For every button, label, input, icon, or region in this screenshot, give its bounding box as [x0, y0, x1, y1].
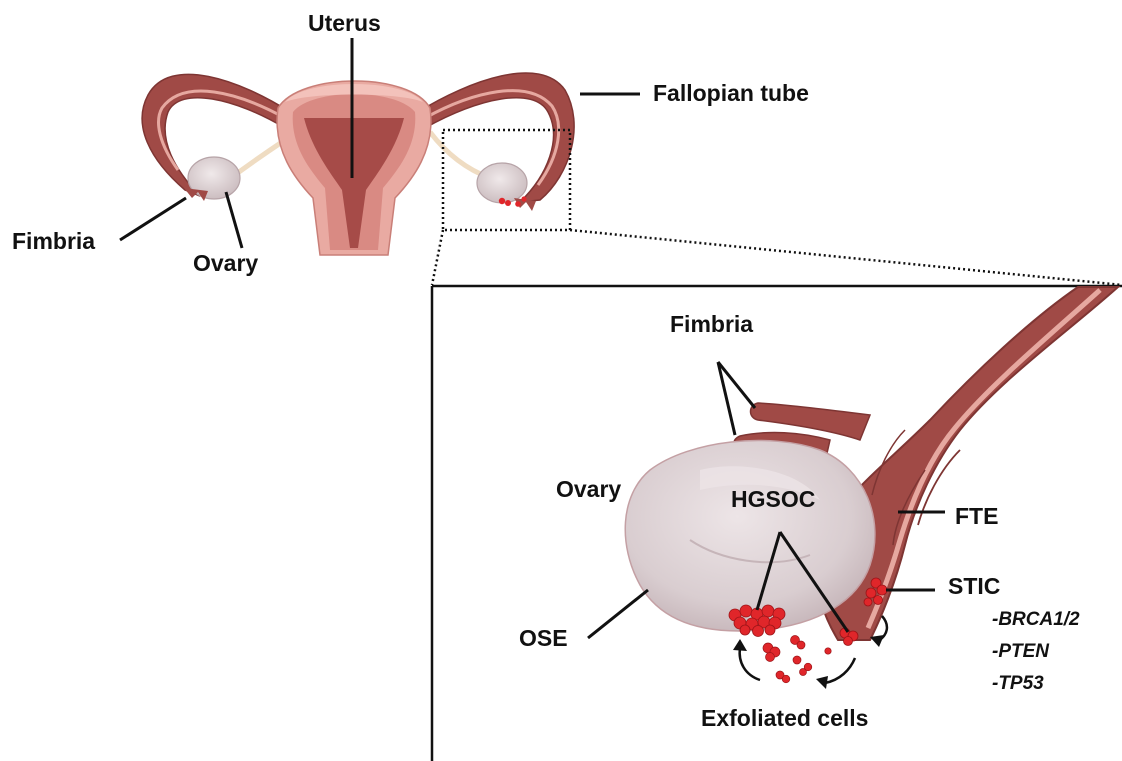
gene-brca: -BRCA1/2	[992, 610, 1080, 629]
label-exfoliated-cells: Exfoliated cells	[701, 707, 868, 730]
small-tumor-cell	[505, 200, 511, 206]
label-stic: STIC	[948, 575, 1000, 598]
small-tumor-cell	[521, 196, 526, 201]
fimbria-top-leader	[120, 198, 186, 240]
label-fimbria-top: Fimbria	[12, 230, 95, 253]
label-hgsoc: HGSOC	[731, 488, 815, 511]
curved-arrow-bottom	[825, 658, 855, 683]
ose-leader	[588, 590, 648, 638]
arrow-heads	[733, 635, 884, 689]
small-tumor-cell	[499, 198, 505, 204]
label-ose: OSE	[519, 627, 568, 650]
zoom-connector-right	[570, 230, 1122, 285]
label-fallopian-tube: Fallopian tube	[653, 82, 809, 105]
right-ovary	[477, 163, 527, 203]
zoom-connector-left	[432, 230, 443, 285]
arrow-head-left	[733, 639, 747, 651]
ovary-top-leader	[226, 192, 242, 248]
label-ovary-top: Ovary	[193, 252, 258, 275]
exfoliated-cell-clusters	[763, 636, 831, 683]
arrow-head-right	[870, 635, 884, 647]
reproductive-system-illustration	[142, 73, 574, 255]
gene-pten: -PTEN	[992, 642, 1049, 661]
small-tumor-cell	[515, 201, 521, 207]
label-uterus: Uterus	[308, 12, 381, 35]
arrow-head-bottom	[816, 676, 828, 689]
gene-tp53: -TP53	[992, 674, 1044, 693]
right-ovarian-ligament	[430, 132, 490, 178]
label-fimbria-zoom: Fimbria	[670, 313, 753, 336]
zoom-indicator	[432, 130, 1122, 285]
label-ovary-zoom: Ovary	[556, 478, 621, 501]
curved-arrow-left	[740, 648, 760, 680]
label-fte: FTE	[955, 505, 998, 528]
